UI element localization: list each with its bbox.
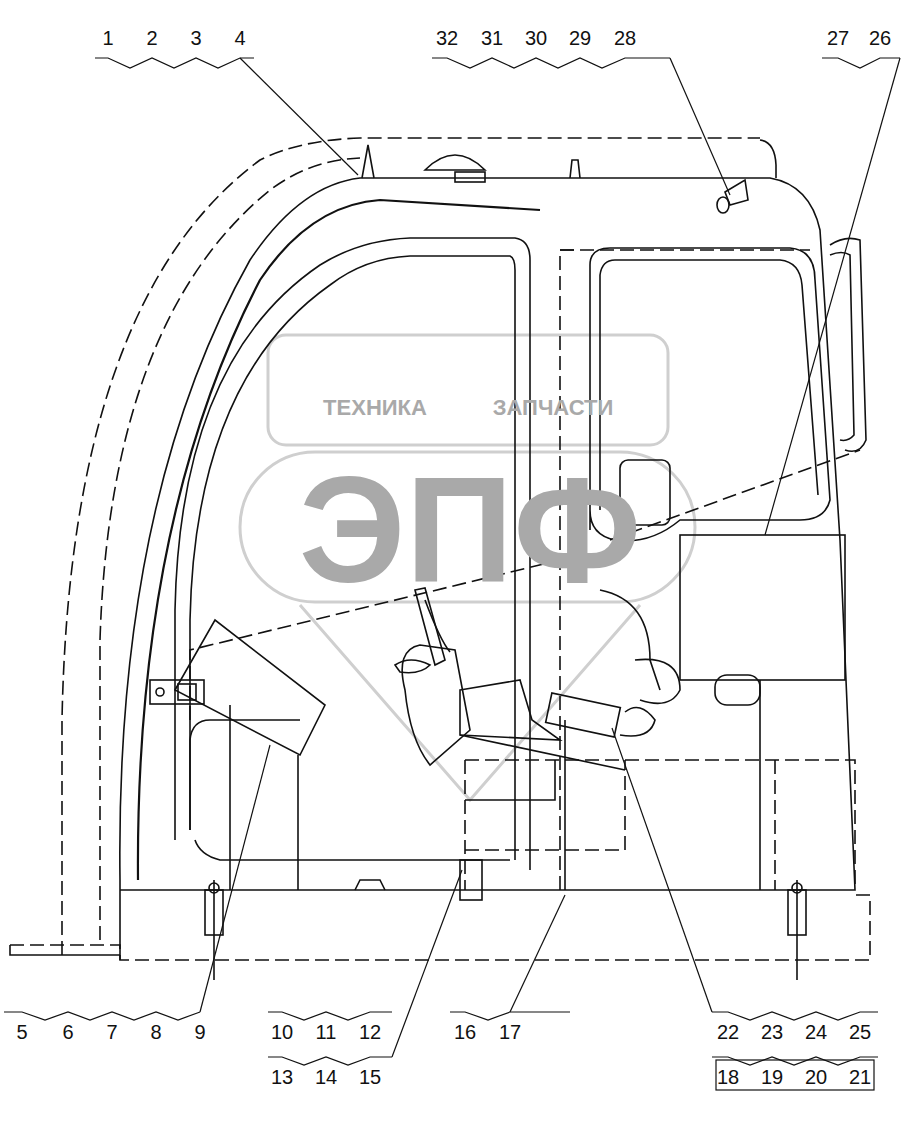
callout-number: 3 xyxy=(190,28,201,48)
callout-number: 15 xyxy=(359,1067,381,1087)
callout-number: 5 xyxy=(16,1022,27,1042)
callout-number: 6 xyxy=(62,1022,73,1042)
callout-number: 8 xyxy=(150,1022,161,1042)
callout-number: 11 xyxy=(316,1022,337,1042)
callout-number: 10 xyxy=(271,1022,293,1042)
callout-number: 4 xyxy=(234,28,245,48)
watermark: ЭПФ xyxy=(299,455,642,605)
callout-number: 17 xyxy=(499,1022,521,1042)
callout-number: 31 xyxy=(481,28,503,48)
callout-number: 22 xyxy=(717,1022,739,1042)
callout-number: 32 xyxy=(436,28,458,48)
watermark: ЗАПЧАСТИ xyxy=(493,397,614,419)
callout-number: 14 xyxy=(315,1067,337,1087)
callout-number: 24 xyxy=(805,1022,827,1042)
callout-number: 21 xyxy=(849,1067,871,1087)
callout-number: 16 xyxy=(454,1022,476,1042)
callout-number: 20 xyxy=(805,1067,827,1087)
callout-number: 13 xyxy=(271,1067,293,1087)
callout-number: 2 xyxy=(146,28,157,48)
callout-number: 19 xyxy=(761,1067,783,1087)
callout-number: 29 xyxy=(569,28,591,48)
callout-number: 26 xyxy=(869,28,891,48)
callout-number: 23 xyxy=(761,1022,783,1042)
callout-number: 1 xyxy=(102,28,113,48)
callout-number: 25 xyxy=(849,1022,871,1042)
callout-number: 28 xyxy=(614,28,636,48)
callout-number: 18 xyxy=(717,1067,739,1087)
callout-number: 12 xyxy=(359,1022,381,1042)
watermark: ТЕХНИКА xyxy=(323,397,427,419)
callout-number: 30 xyxy=(525,28,547,48)
callout-number: 9 xyxy=(194,1022,205,1042)
callout-number: 7 xyxy=(106,1022,117,1042)
callout-number: 27 xyxy=(827,28,849,48)
